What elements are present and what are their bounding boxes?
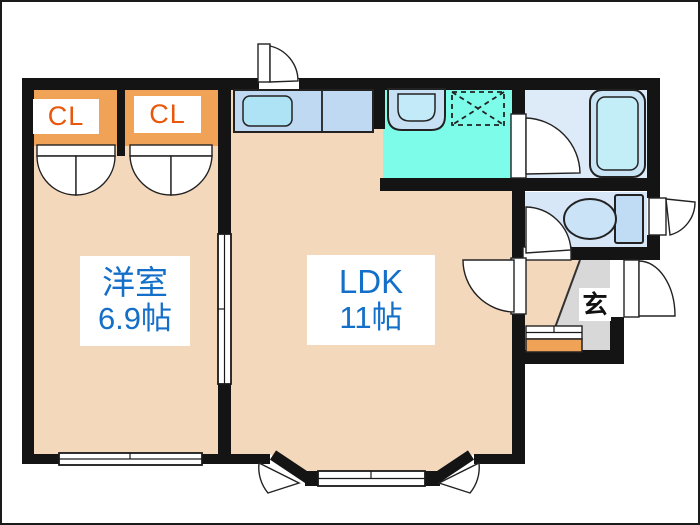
hall-door bbox=[462, 257, 527, 315]
vanity-basin bbox=[397, 93, 436, 122]
toilet-window bbox=[648, 197, 696, 236]
closet-right-label: CL bbox=[134, 96, 201, 133]
entrance-step bbox=[525, 325, 583, 340]
washing-machine-pan-icon bbox=[451, 91, 505, 126]
entrance-border-line bbox=[552, 259, 581, 334]
western-room-label: 洋室 6.9帖 bbox=[80, 256, 190, 346]
kitchen-sink bbox=[242, 95, 293, 127]
ldk-area: 11帖 bbox=[339, 300, 403, 336]
toilet-bowl bbox=[563, 198, 617, 240]
western-room-area: 6.9帖 bbox=[97, 301, 173, 337]
closet-doors-left bbox=[36, 144, 116, 196]
ldk-name: LDK bbox=[338, 263, 404, 301]
toilet-door bbox=[522, 206, 572, 261]
toilet-tank bbox=[614, 194, 644, 244]
toilet bbox=[563, 194, 644, 244]
closet-left-label: CL bbox=[33, 99, 99, 134]
room-sliding-door bbox=[217, 233, 232, 385]
bedroom-window bbox=[58, 452, 203, 466]
kitchen-window bbox=[257, 43, 299, 89]
closet-doors-right bbox=[129, 144, 213, 196]
shoe-cabinet bbox=[525, 338, 583, 353]
walls bbox=[22, 78, 660, 486]
bathroom-door bbox=[510, 113, 581, 179]
vanity bbox=[387, 88, 446, 131]
bathtub bbox=[589, 89, 646, 178]
kitchen-counter bbox=[233, 89, 374, 133]
entrance-label: 玄 bbox=[579, 288, 611, 321]
bay-casement-right-icon bbox=[437, 461, 480, 494]
western-room-name: 洋室 bbox=[102, 264, 168, 302]
bay-casement-left-icon bbox=[258, 461, 301, 494]
bay-window bbox=[258, 461, 480, 494]
ldk-label: LDK 11帖 bbox=[307, 255, 435, 345]
entrance-door bbox=[623, 259, 676, 318]
